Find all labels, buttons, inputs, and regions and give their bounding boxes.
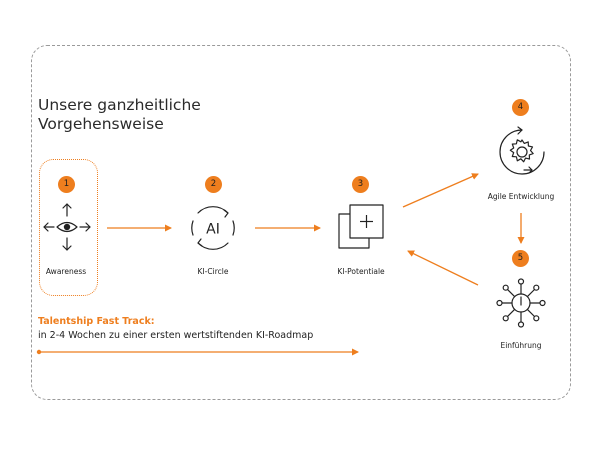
fast-track-subtitle: in 2-4 Wochen zu einer ersten wertstifte… [38, 330, 314, 341]
title-line-2: Vorgehensweise [38, 115, 164, 133]
fast-track-title: Talentship Fast Track: [38, 316, 155, 327]
title-line-1: Unsere ganzheitliche [38, 96, 201, 114]
power-network-icon [496, 278, 546, 328]
eye-move-icon [43, 203, 91, 251]
step-4-label: Agile Entwicklung [487, 192, 555, 201]
step-4-badge: 4 [512, 99, 529, 116]
step-1-badge: 1 [58, 176, 75, 193]
step-2-label: KI-Circle [197, 267, 229, 276]
arrow-einfuehrung-to-ki-potentiale [407, 250, 479, 286]
step-3-label: KI-Potentiale [337, 267, 385, 276]
awareness-highlight-box [39, 159, 98, 296]
add-layers-icon [338, 204, 384, 249]
page-title: Unsere ganzheitliche Vorgehensweise [38, 96, 278, 134]
step-5-label: Einführung [500, 341, 542, 350]
step-1-label: Awareness [45, 267, 87, 276]
diagram-frame [31, 45, 571, 400]
step-2-badge: 2 [205, 176, 222, 193]
ai-cycle-icon: AI [191, 206, 235, 250]
gear-cycle-icon [499, 126, 545, 175]
arrow-ki-potentiale-to-agile [402, 173, 479, 208]
ai-icon-text: AI [206, 222, 220, 238]
step-3-badge: 3 [352, 176, 369, 193]
step-5-badge: 5 [512, 250, 529, 267]
